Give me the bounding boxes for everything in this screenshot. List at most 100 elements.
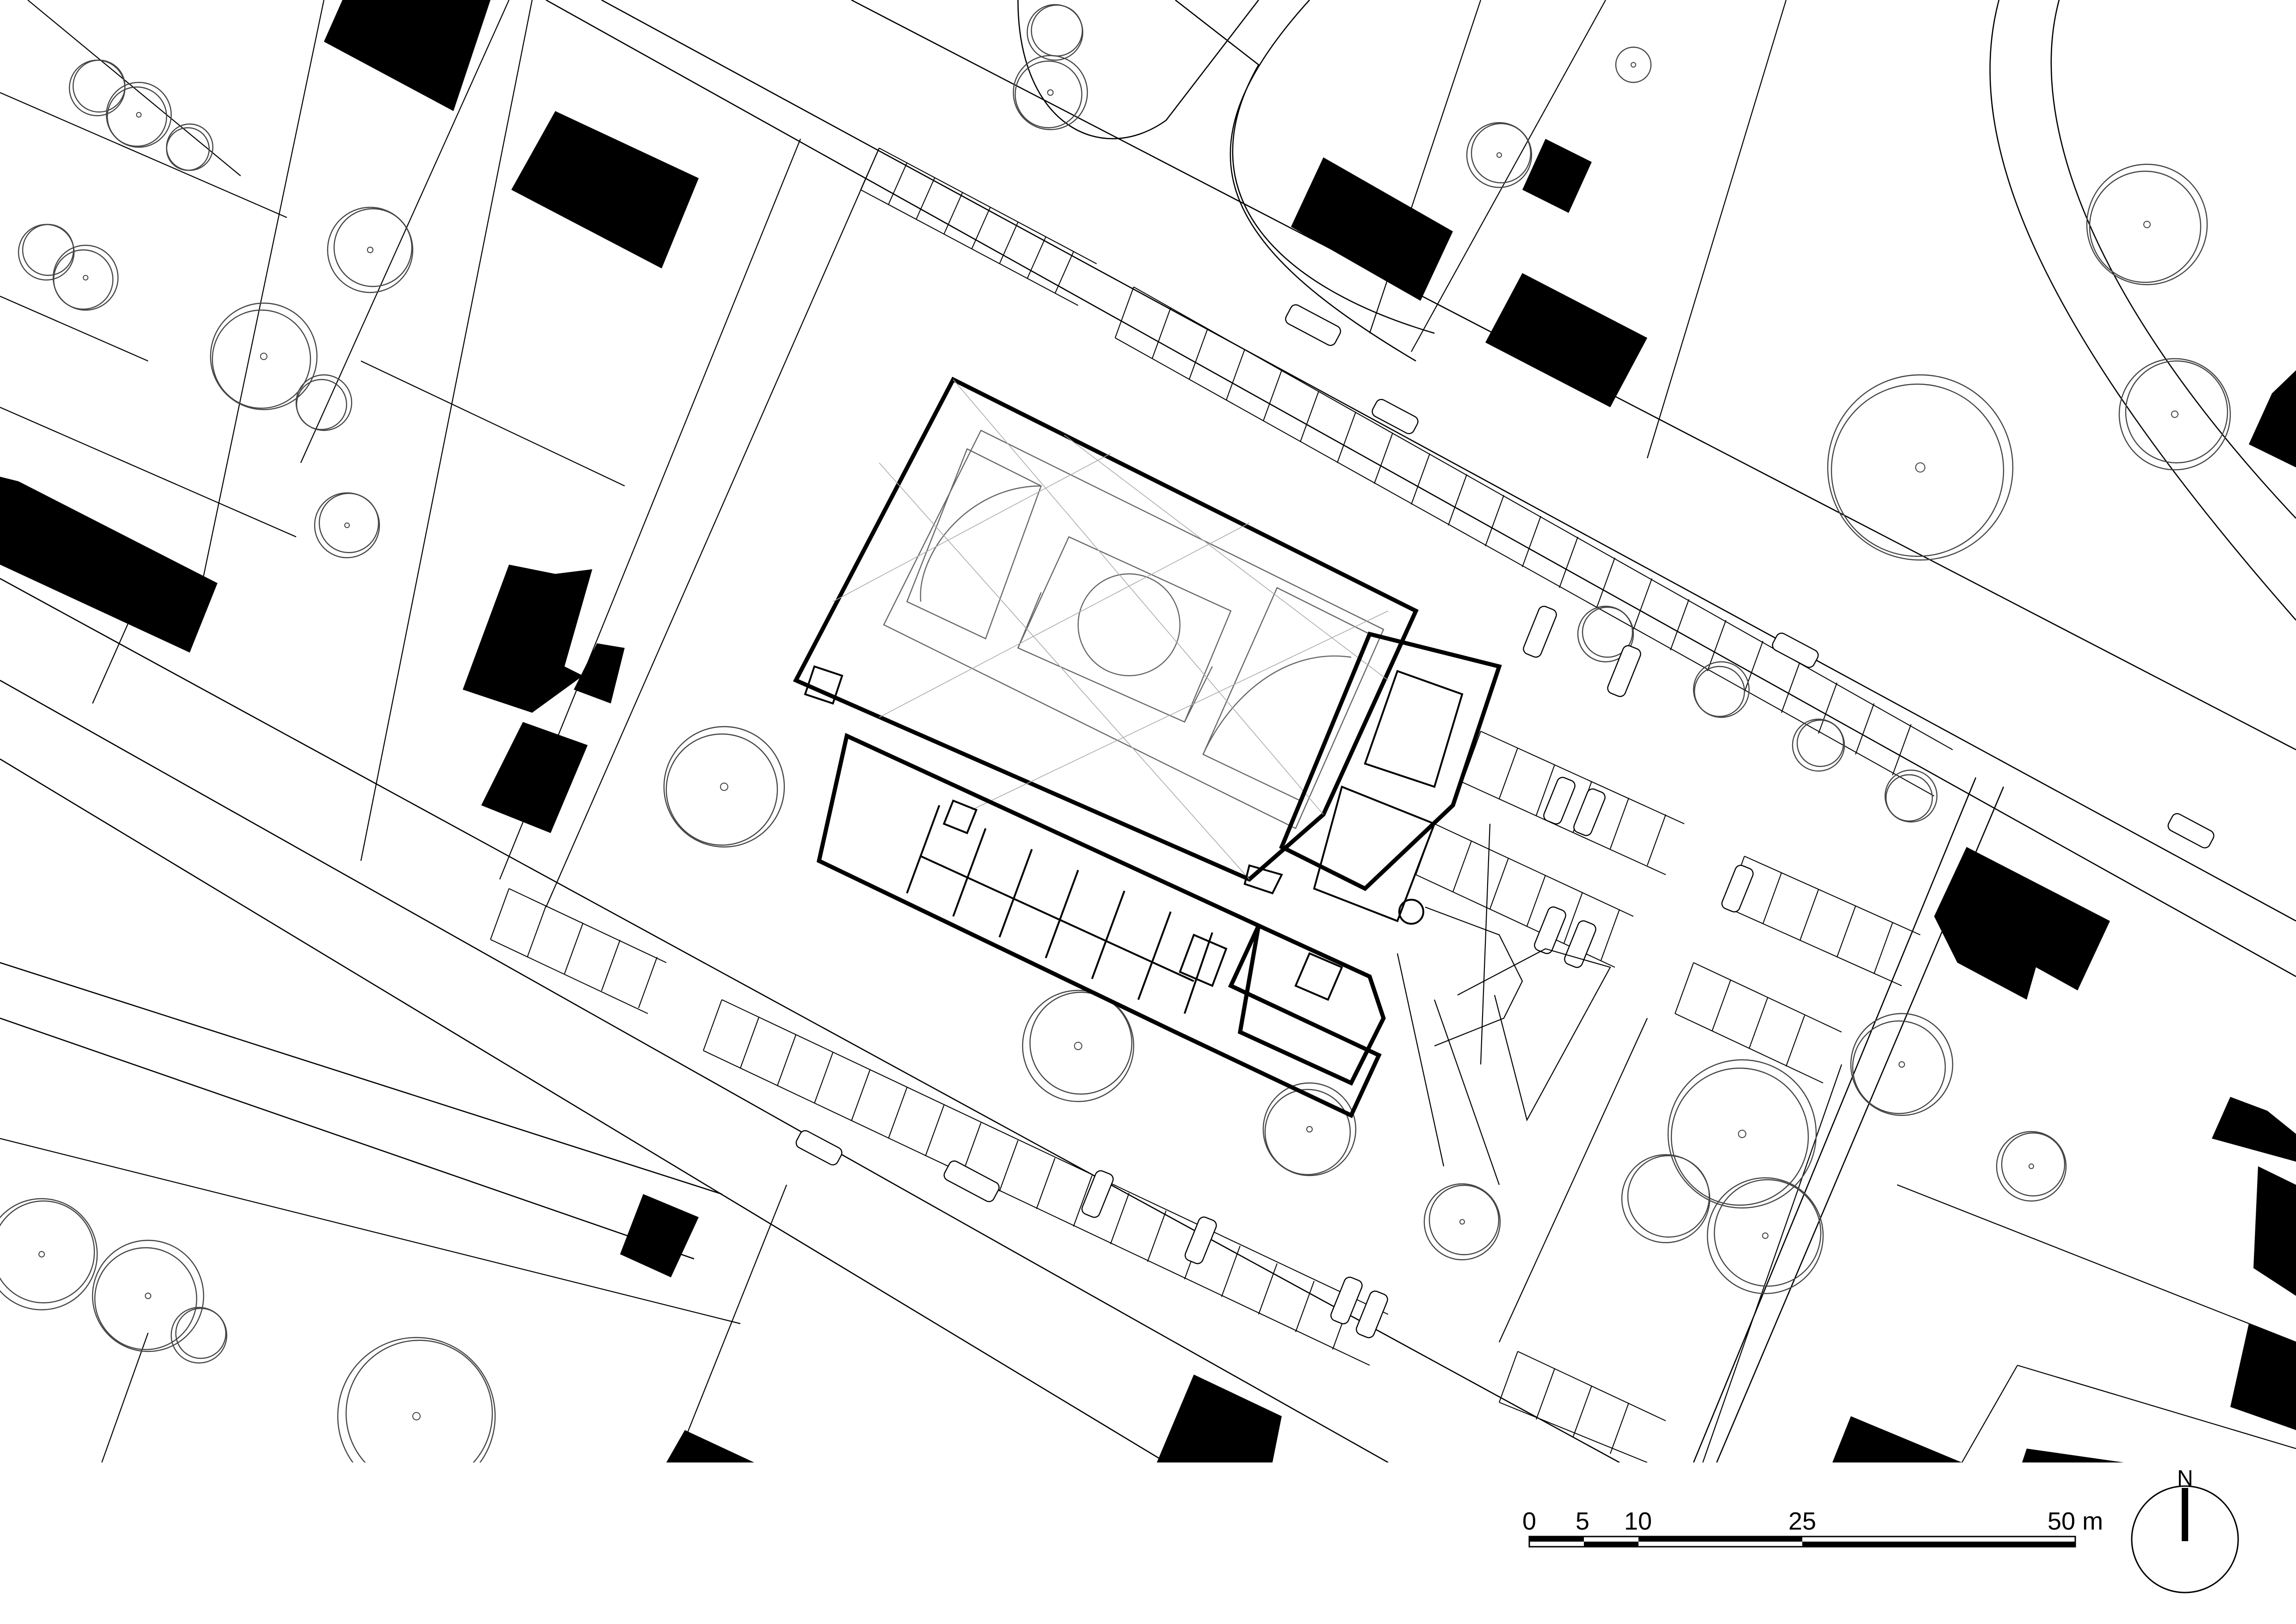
classroom-partitions [906, 799, 1228, 1014]
roads [0, 0, 2296, 1463]
tree [1706, 1177, 1824, 1294]
lot-lines [0, 0, 2296, 1463]
building-block [2022, 1449, 2124, 1462]
parking-row-east-2 [1725, 856, 1921, 986]
north-label: N [2177, 1466, 2193, 1491]
tree [1827, 374, 2014, 561]
spiral-stair [1398, 899, 1424, 925]
stairs [804, 665, 844, 705]
building-block [1832, 1416, 1962, 1462]
car [795, 1130, 843, 1166]
tree [105, 81, 172, 148]
entrance-block [1237, 922, 1386, 1086]
car [1573, 788, 1606, 836]
tree [18, 224, 75, 281]
tree [314, 492, 380, 559]
east-annex [1279, 631, 1502, 891]
parking-row-nw [860, 148, 1097, 306]
car [1081, 1170, 1114, 1218]
cul-de-sac-loop [1017, 0, 2296, 621]
scale-label-0: 0 [1522, 1507, 1536, 1535]
building-block [481, 722, 588, 833]
tree [1621, 1154, 1711, 1244]
tree [170, 1307, 228, 1364]
tree [92, 1239, 205, 1352]
tree [210, 302, 318, 411]
building-block [2249, 370, 2296, 467]
car [943, 1160, 1000, 1202]
tree [1996, 1131, 2067, 1202]
hall-floor-pattern [832, 379, 1389, 880]
tree [1884, 769, 1938, 823]
tree [1615, 46, 1652, 83]
building-block [2212, 1097, 2296, 1162]
car [1371, 398, 1419, 435]
scale-label-50m: 50 m [2048, 1507, 2103, 1535]
parking-stalls [490, 148, 1953, 1463]
tree [0, 1198, 98, 1311]
car [1607, 645, 1641, 697]
car [1285, 304, 1341, 346]
parking-row-se [1499, 1351, 1666, 1463]
tree [327, 206, 414, 293]
north-street [546, 0, 2296, 977]
tree [1792, 718, 1845, 772]
car [1721, 865, 1754, 913]
tree [1012, 55, 1088, 131]
building-block [324, 0, 490, 111]
car [1356, 1290, 1388, 1338]
building-block [620, 1194, 699, 1277]
tree [1667, 1059, 1817, 1209]
tree [68, 59, 126, 117]
building-block [511, 111, 699, 268]
neighbouring-buildings [0, 0, 2296, 1462]
main-street [0, 578, 1620, 1463]
building-block [666, 1430, 754, 1462]
building-block [1522, 139, 1592, 213]
tree [1423, 1183, 1501, 1261]
building-block [0, 477, 217, 653]
sports-courts [883, 429, 1384, 829]
building-block [574, 643, 625, 703]
building-block [2253, 1166, 2296, 1296]
building-block [2230, 1324, 2296, 1430]
tree [663, 726, 785, 848]
tree [1466, 122, 1533, 188]
parking-row-east-4 [1675, 962, 1842, 1083]
tree [1026, 4, 1084, 61]
building-block [1157, 1375, 1282, 1462]
car [1534, 906, 1566, 954]
trees [0, 4, 2231, 1496]
tree [1850, 1013, 1954, 1116]
parked-cars [795, 304, 2215, 1338]
building-block [1485, 273, 1647, 407]
scale-bar: 0 5 10 25 50 m [1522, 1507, 2103, 1548]
tree [166, 123, 214, 171]
scale-label-25: 25 [1788, 1507, 1816, 1535]
tree [1262, 1082, 1357, 1176]
tree [2086, 163, 2208, 286]
tree [2118, 358, 2231, 471]
school-building [793, 376, 1611, 1185]
tree [52, 244, 119, 311]
scale-label-10: 10 [1624, 1507, 1652, 1535]
building-block [1934, 847, 2110, 1000]
parking-row-sw [490, 888, 667, 1014]
building-block [463, 565, 592, 713]
building-block [1291, 157, 1453, 301]
scale-label-5: 5 [1576, 1507, 1589, 1535]
classroom-wing [816, 733, 1382, 1119]
car [2167, 813, 2215, 849]
car [1523, 605, 1557, 658]
car [1543, 777, 1576, 825]
parking-row-east-1 [1462, 731, 1685, 875]
tree [1577, 605, 1634, 663]
car [1185, 1216, 1217, 1264]
north-arrow-icon: N [2131, 1466, 2239, 1593]
parking-row-south [703, 999, 1389, 1366]
tree [295, 374, 353, 431]
car [1564, 920, 1596, 968]
tree [1693, 661, 1750, 718]
parking-row-north [1115, 286, 1953, 796]
car [1330, 1276, 1363, 1325]
